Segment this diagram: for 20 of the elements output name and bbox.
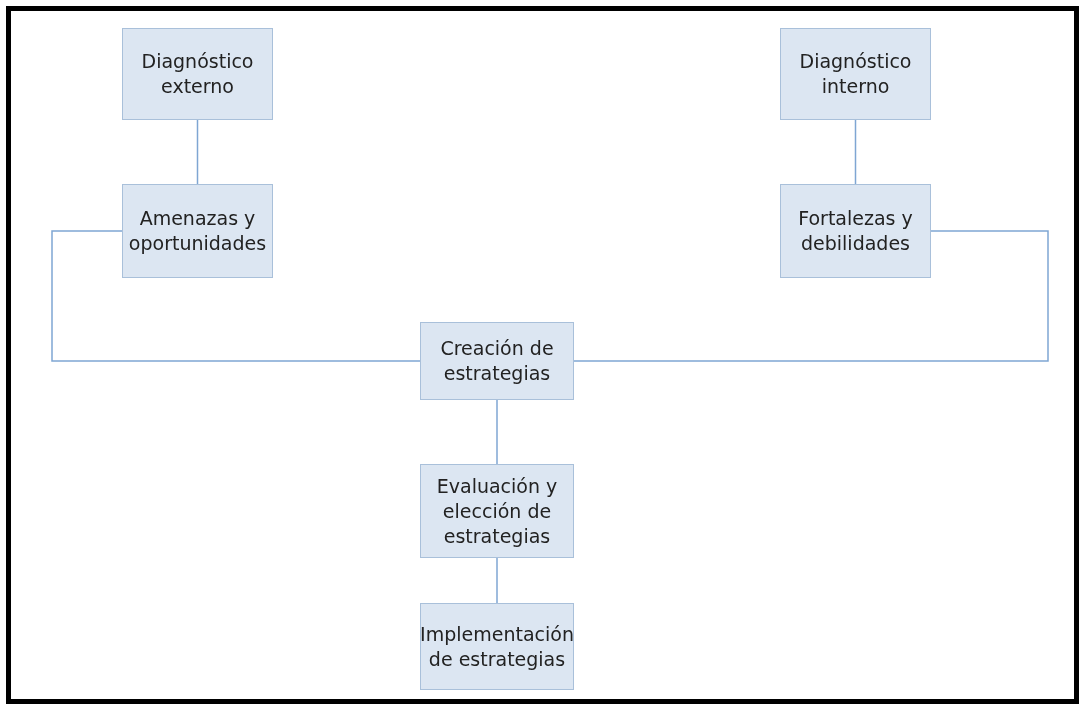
process-box	[420, 322, 574, 400]
connector-line	[496, 399, 498, 465]
process-box	[780, 28, 931, 120]
box-label: Evaluación y elección de estrategias	[435, 473, 559, 549]
box-label: Fortalezas y debilidades	[797, 206, 914, 256]
connector-line	[573, 230, 1049, 362]
process-box	[122, 184, 273, 278]
process-box	[122, 28, 273, 120]
process-box	[780, 184, 931, 278]
box-label: Diagnóstico externo	[140, 49, 255, 99]
connector-line	[196, 119, 199, 185]
box-label: Amenazas y oportunidades	[127, 206, 268, 256]
connector-line	[51, 230, 421, 362]
box-label: Diagnóstico interno	[798, 49, 913, 99]
connector-line	[496, 557, 498, 604]
process-box	[420, 603, 574, 690]
box-label: Creación de estrategias	[439, 336, 555, 386]
connector-line	[854, 119, 857, 185]
box-label: Implementación de estrategias	[419, 621, 575, 672]
process-box	[420, 464, 574, 558]
